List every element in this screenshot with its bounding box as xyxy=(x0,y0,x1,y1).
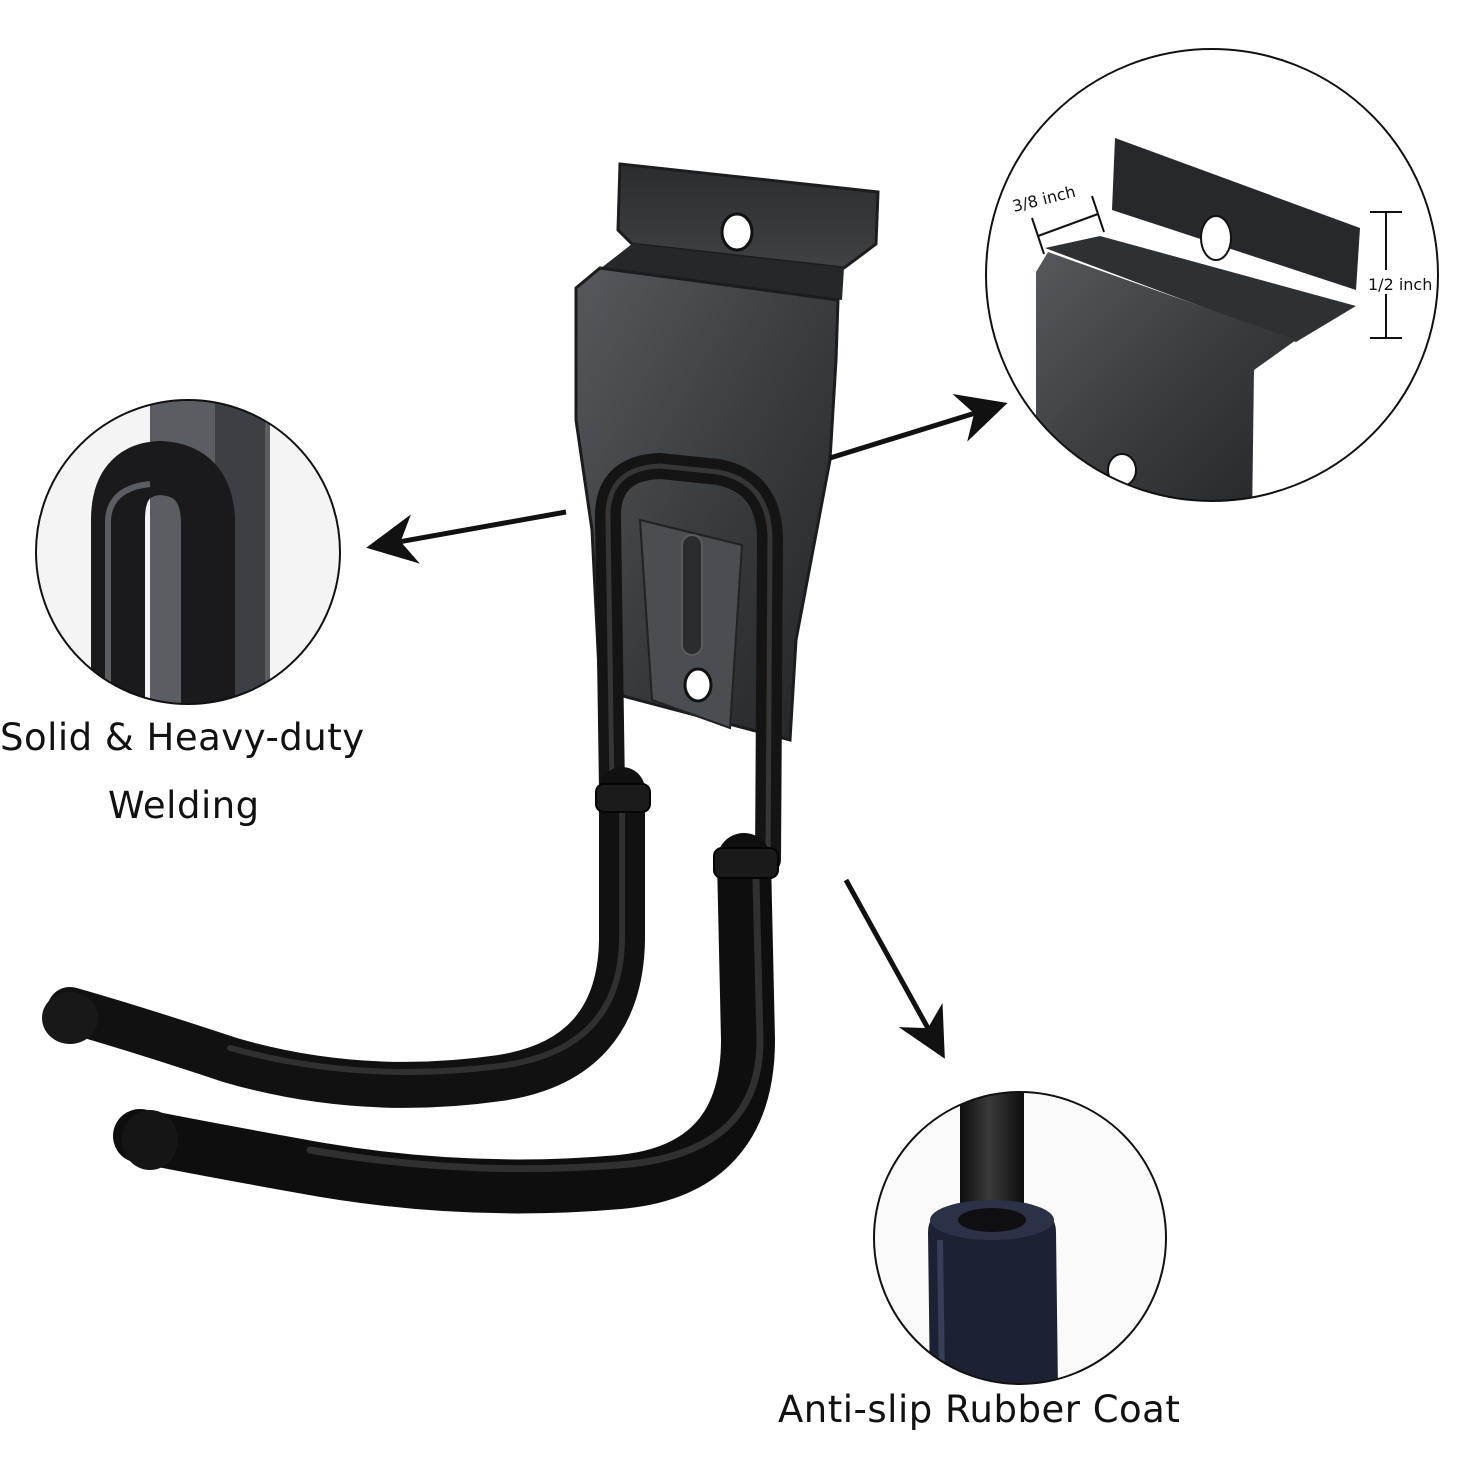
welding-caption-line1: Solid & Heavy-duty xyxy=(0,716,365,759)
back-prong xyxy=(47,767,645,1108)
zoom-circle-welding xyxy=(35,399,341,705)
arrow-to-rubber xyxy=(843,878,945,1059)
welding-caption-line2: Welding xyxy=(108,784,260,827)
height-dimension-label: 1/2 inch xyxy=(1368,275,1432,294)
zoom-circle-dimensions: 3/8 inch 1/2 inch xyxy=(985,48,1439,502)
arrow-to-dimensions xyxy=(829,393,1008,461)
slatwall-hook xyxy=(42,162,880,1214)
back-tip xyxy=(42,992,98,1044)
strap-hole xyxy=(683,667,713,703)
front-tip xyxy=(122,1110,178,1170)
tab-hole xyxy=(720,212,754,252)
arrow-to-welding xyxy=(366,509,567,564)
rubber-coat-caption: Anti-slip Rubber Coat xyxy=(778,1388,1181,1431)
zoom-circle-rubber xyxy=(873,1091,1167,1385)
back-sleeve xyxy=(595,783,651,813)
front-sleeve xyxy=(713,847,779,879)
front-prong xyxy=(113,833,776,1214)
